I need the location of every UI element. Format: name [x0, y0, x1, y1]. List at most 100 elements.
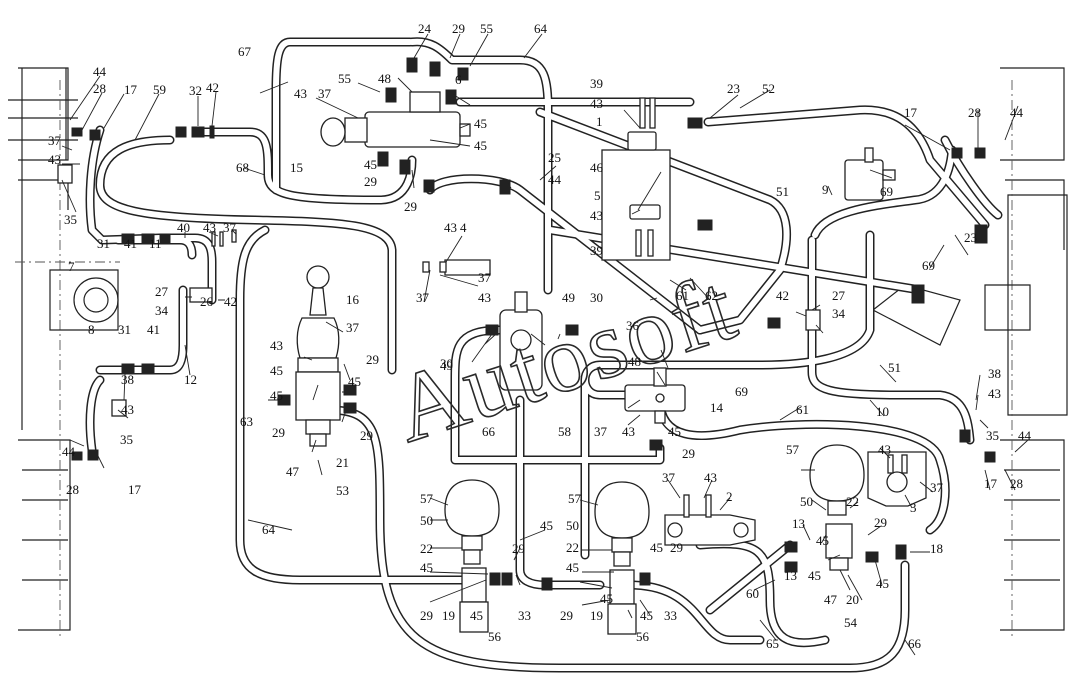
- callout-label: 45: [474, 116, 487, 131]
- callout-label: 10: [876, 404, 889, 419]
- callout-label: 69: [880, 184, 893, 199]
- callout-label: 43: [444, 220, 457, 235]
- callout-label: 44: [548, 172, 562, 187]
- callout-label: 43: [590, 96, 603, 111]
- callout-label: 43: [270, 338, 283, 353]
- callout-label: 22: [566, 540, 579, 555]
- callout-label: 20: [846, 592, 859, 607]
- callout-label: 27: [155, 284, 169, 299]
- callout-label: 29: [420, 608, 433, 623]
- callout-label: 48: [378, 71, 391, 86]
- callout-label: 50: [800, 494, 813, 509]
- callout-label: 45: [270, 363, 283, 378]
- callout-label: 49: [440, 358, 453, 373]
- callout-label: 64: [534, 21, 548, 36]
- left-axle-frame: [8, 67, 120, 640]
- callout-labels: 44 28 17 59 32 42 37 43 35 7 31 41 11 40…: [48, 21, 1032, 651]
- callout-label: 37: [478, 270, 492, 285]
- callout-label: 65: [766, 636, 779, 651]
- callout-label: 68: [236, 160, 249, 175]
- callout-label: 61: [796, 402, 809, 417]
- callout-label: 29: [874, 515, 887, 530]
- callout-label: 37: [594, 424, 608, 439]
- callout-label: 43: [988, 386, 1001, 401]
- callout-label: 44: [1018, 428, 1032, 443]
- callout-label: 67: [238, 44, 252, 59]
- callout-label: 37: [662, 470, 676, 485]
- callout-label: 24: [418, 21, 432, 36]
- callout-label: 66: [482, 424, 496, 439]
- callout-label: 45: [808, 568, 821, 583]
- callout-label: 1: [596, 114, 603, 129]
- control-lever-unit: [295, 265, 341, 447]
- callout-label: 42: [224, 294, 237, 309]
- callout-label: 43: [704, 470, 717, 485]
- callout-label: 29: [560, 608, 573, 623]
- callout-label: 31: [118, 322, 131, 337]
- callout-label: 22: [846, 494, 859, 509]
- callout-label: 8: [88, 322, 95, 337]
- callout-label: 29: [364, 174, 377, 189]
- hydraulic-lines: [85, 37, 1003, 673]
- callout-label: 31: [97, 236, 110, 251]
- callout-label: 2: [726, 489, 733, 504]
- callout-label: 22: [420, 541, 433, 556]
- callout-label: 45: [470, 608, 483, 623]
- callout-label: 21: [336, 455, 349, 470]
- callout-label: 30: [590, 290, 603, 305]
- right-axle-frame: [871, 67, 1068, 640]
- callout-label: 29: [512, 541, 525, 556]
- accumulator-right: [809, 444, 865, 571]
- callout-label: 40: [177, 220, 190, 235]
- callout-label: 29: [452, 21, 465, 36]
- callout-label: 30: [440, 356, 453, 371]
- fittings: [57, 57, 996, 591]
- callout-label: 45: [540, 518, 553, 533]
- callout-label: 69: [922, 258, 935, 273]
- callout-label: 13: [784, 568, 797, 583]
- callout-label: 61: [676, 288, 689, 303]
- callout-label: 52: [762, 81, 775, 96]
- callout-label: 54: [844, 615, 858, 630]
- callout-label: 17: [124, 82, 138, 97]
- callout-label: 49: [562, 290, 575, 305]
- callout-label: 69: [735, 384, 748, 399]
- callout-label: 37: [223, 220, 237, 235]
- leader-lines: [61, 33, 1029, 656]
- callout-label: 29: [670, 540, 683, 555]
- callout-label: 55: [480, 21, 493, 36]
- callout-label: 43: [294, 86, 307, 101]
- callout-label: 28: [66, 482, 79, 497]
- callout-label: 15: [290, 160, 303, 175]
- callout-label: 39: [590, 76, 603, 91]
- callout-label: 4: [460, 220, 467, 235]
- callout-label: 18: [930, 541, 943, 556]
- callout-label: 51: [776, 184, 789, 199]
- callout-label: 58: [558, 424, 571, 439]
- callout-label: 34: [832, 306, 846, 321]
- callout-label: 45: [668, 424, 681, 439]
- callout-label: 37: [416, 290, 430, 305]
- callout-label: 33: [664, 608, 677, 623]
- callout-label: 45: [420, 560, 433, 575]
- callout-label: 63: [240, 414, 253, 429]
- callout-label: 43: [203, 220, 216, 235]
- callout-label: 23: [964, 230, 977, 245]
- callout-label: 26: [200, 294, 214, 309]
- callout-label: 59: [153, 82, 166, 97]
- callout-label: 45: [566, 560, 579, 575]
- callout-label: 45: [348, 374, 361, 389]
- callout-label: 44: [1010, 105, 1024, 120]
- callout-label: 64: [262, 522, 276, 537]
- callout-label: 34: [155, 303, 169, 318]
- callout-label: 6: [455, 72, 462, 87]
- callout-label: 45: [600, 591, 613, 606]
- callout-label: 32: [189, 83, 202, 98]
- callout-label: 57: [420, 491, 434, 506]
- callout-label: 16: [346, 292, 360, 307]
- callout-label: 23: [727, 81, 740, 96]
- accumulator-left: [444, 479, 500, 633]
- callout-label: 55: [338, 71, 351, 86]
- callout-label: 37: [346, 320, 360, 335]
